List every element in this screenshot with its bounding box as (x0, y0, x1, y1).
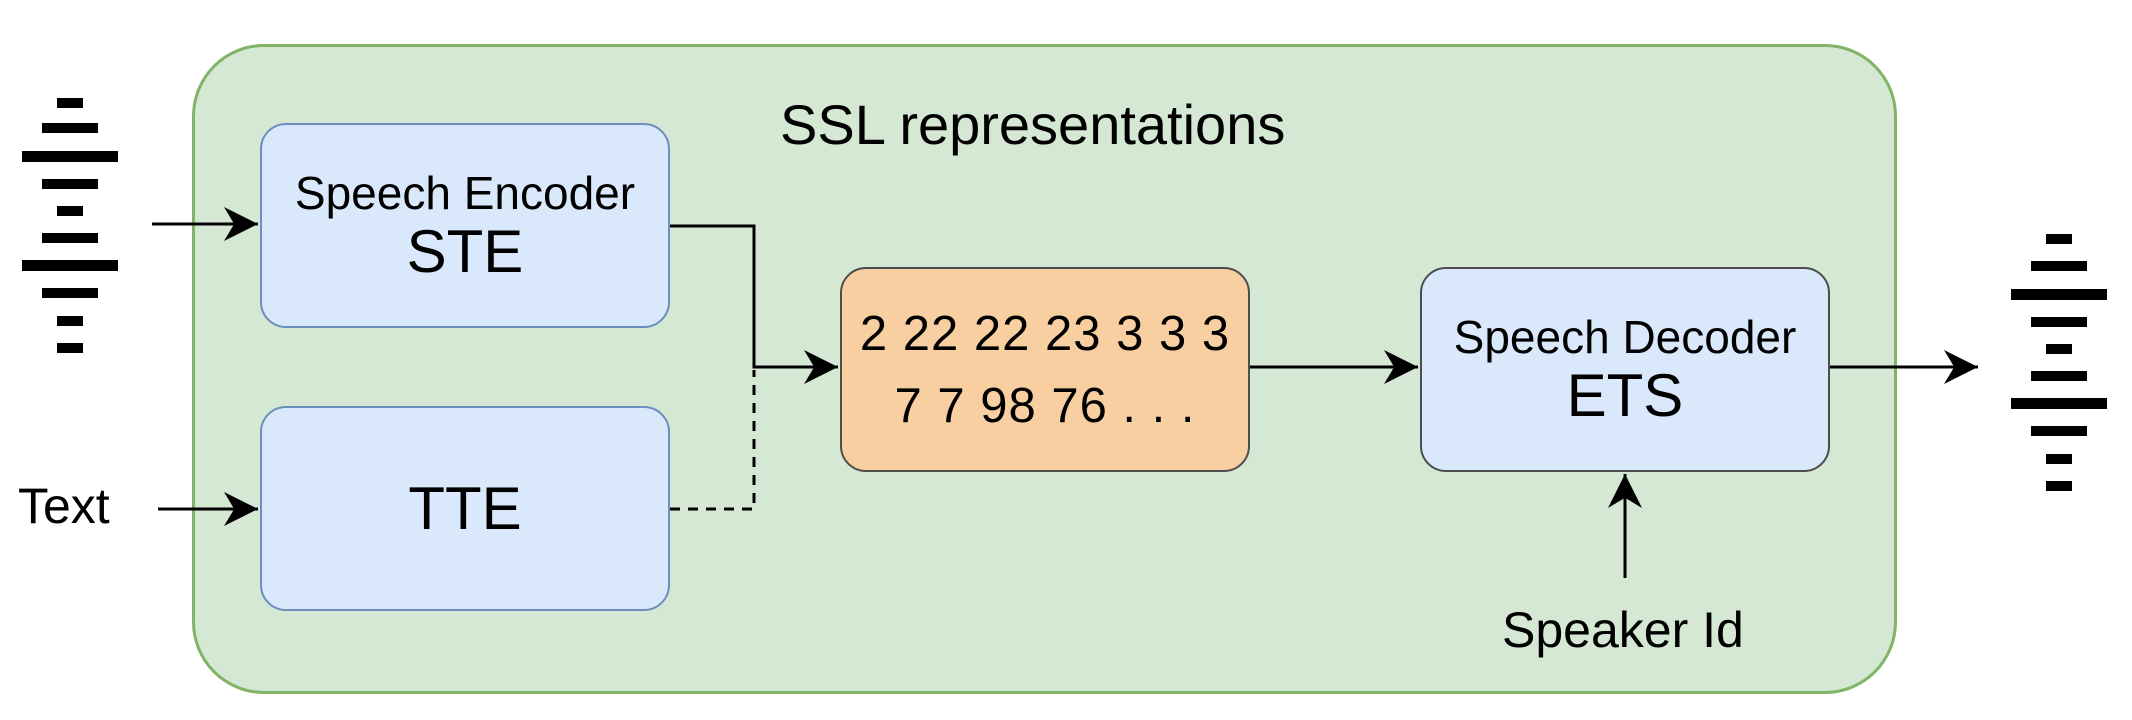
speech-encoder-name: STE (406, 217, 524, 285)
text-input-label: Text (18, 478, 110, 534)
tte-to-units-dashed-connector (670, 370, 756, 511)
speaker-id-label: Speaker Id (1502, 602, 1744, 658)
encoder-to-units-arrow (670, 224, 838, 384)
units-line-1: 2 22 22 23 3 3 3 (859, 306, 1231, 361)
speech-encoder-subtitle: Speech Encoder (294, 166, 636, 219)
speech-encoder-box: Speech Encoder STE (260, 123, 670, 328)
text-encoder-box: TTE (260, 406, 670, 611)
speech-decoder-name: ETS (1566, 361, 1684, 429)
units-box: 2 22 22 23 3 3 3 7 7 98 76 . . . (840, 267, 1250, 472)
input-waveform-icon (22, 98, 118, 353)
speech-decoder-subtitle: Speech Decoder (1453, 310, 1797, 363)
container-title: SSL representations (780, 93, 1286, 156)
units-line-2: 7 7 98 76 . . . (894, 378, 1196, 433)
output-waveform-icon (2011, 234, 2107, 491)
speech-decoder-box: Speech Decoder ETS (1420, 267, 1830, 472)
text-encoder-name: TTE (408, 474, 522, 542)
